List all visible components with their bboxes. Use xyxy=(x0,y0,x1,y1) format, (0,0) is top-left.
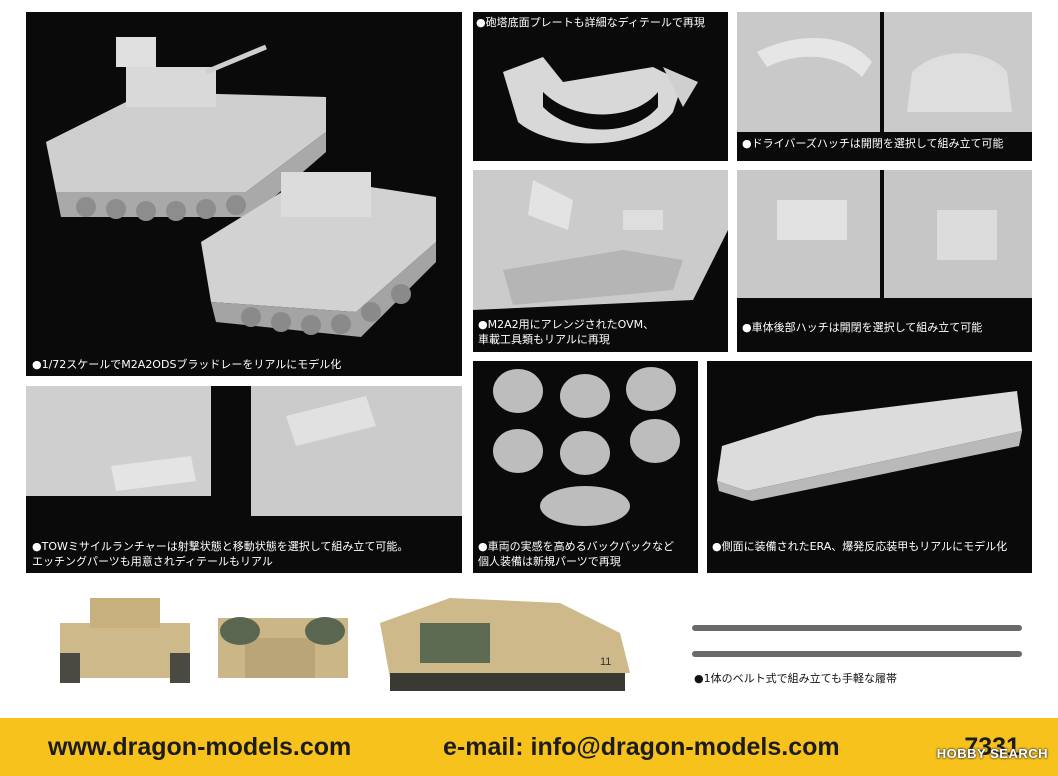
product-code: 7331 xyxy=(964,733,1020,761)
rear-hatch-illustration xyxy=(737,170,1032,298)
watermark: HOBBY SEARCH xyxy=(936,746,1048,761)
turret-plate-illustration xyxy=(503,57,698,144)
caption-turret-plate: ●砲塔底面プレートも詳細なディテールで再現 xyxy=(476,16,705,29)
tow-panel: ●TOWミサイルランチャーは射撃状態と移動状態を選択して組み立て可能。 エッチン… xyxy=(26,386,462,573)
era-illustration xyxy=(717,391,1022,501)
website-link[interactable]: www.dragon-models.com xyxy=(48,733,352,761)
built-model-photos: 11 xyxy=(60,598,1022,691)
tow-illustration xyxy=(26,386,462,516)
driver-hatch-panel: ●ドライバーズハッチは開閉を選択して組み立て可能 xyxy=(737,12,1032,161)
rear-hatch-panel: ●車体後部ハッチは開閉を選択して組み立て可能 xyxy=(737,170,1032,352)
caption-tow-line2: エッチングパーツも用意されディテールもリアル xyxy=(32,555,273,568)
caption-tracks: ●1体のベルト式で組み立ても手軽な履帯 xyxy=(694,672,898,685)
caption-driver-hatch: ●ドライバーズハッチは開閉を選択して組み立て可能 xyxy=(742,137,1004,150)
vehicle-marking: 11 xyxy=(600,656,611,668)
backpack-illustration xyxy=(493,367,680,526)
backpack-panel: ●車両の実感を高めるバックパックなど 個人装備は新規パーツで再現 xyxy=(473,361,698,573)
caption-tow-line1: ●TOWミサイルランチャーは射撃状態と移動状態を選択して組み立て可能。 xyxy=(32,540,409,553)
main-render-panel: ●1/72スケールでM2A2ODSブラッドレーをリアルにモデル化 xyxy=(26,12,462,376)
ovm-illustration xyxy=(473,170,728,310)
caption-backpack-line2: 個人装備は新規パーツで再現 xyxy=(478,555,621,568)
caption-main: ●1/72スケールでM2A2ODSブラッドレーをリアルにモデル化 xyxy=(32,358,342,371)
ovm-panel: ●M2A2用にアレンジされたOVM、 車載工具類もリアルに再現 xyxy=(473,170,728,352)
era-panel: ●側面に装備されたERA、爆発反応装甲もリアルにモデル化 xyxy=(707,361,1032,573)
vehicle-render-illustration xyxy=(46,37,436,337)
caption-rear-hatch: ●車体後部ハッチは開閉を選択して組み立て可能 xyxy=(742,321,983,334)
caption-ovm-line2: 車載工具類もリアルに再現 xyxy=(478,333,610,346)
driver-hatch-illustration xyxy=(737,12,1032,132)
turret-plate-panel: ●砲塔底面プレートも詳細なディテールで再現 xyxy=(473,12,728,161)
caption-backpack-line1: ●車両の実感を高めるバックパックなど xyxy=(478,540,675,553)
footer-bar: www.dragon-models.com e-mail: info@drago… xyxy=(0,718,1058,776)
email-link[interactable]: e-mail: info@dragon-models.com xyxy=(443,733,840,761)
caption-ovm-line1: ●M2A2用にアレンジされたOVM、 xyxy=(478,318,655,331)
caption-era: ●側面に装備されたERA、爆発反応装甲もリアルにモデル化 xyxy=(712,540,1008,553)
